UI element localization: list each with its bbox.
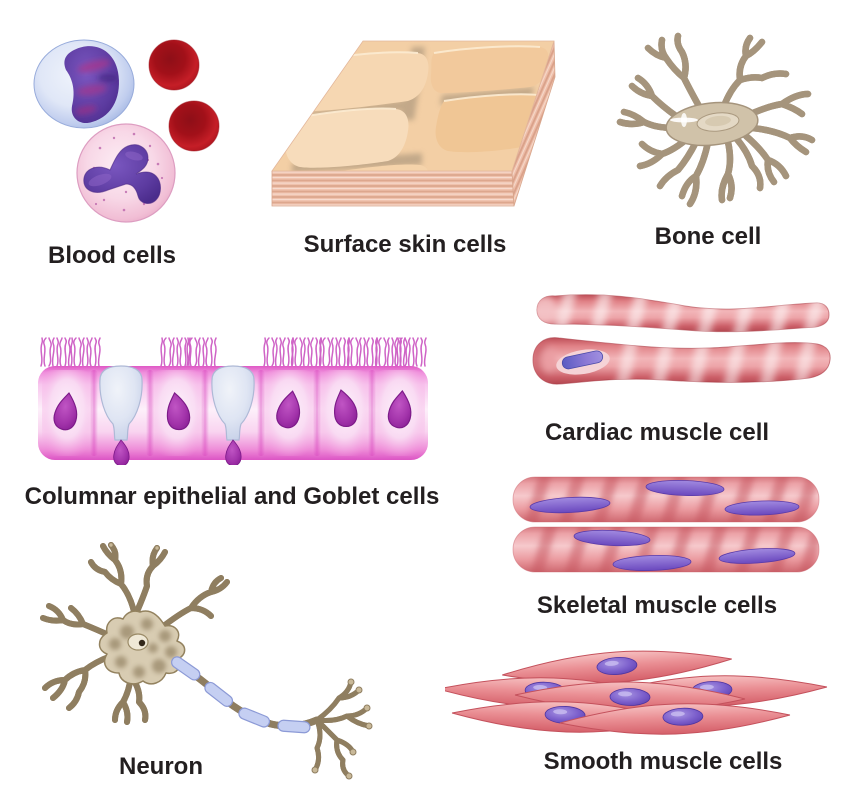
lymphocyte: [33, 39, 135, 129]
neuron-label: Neuron: [119, 753, 203, 780]
neuron-illustration: [40, 542, 373, 780]
cardiac-fiber-top: [536, 294, 830, 333]
cardiac-muscle-illustration: [532, 294, 831, 385]
goblet-cell: [211, 365, 255, 465]
surface-skin-cells-figure: [262, 25, 557, 215]
cardiac-muscle-label: Cardiac muscle cell: [544, 419, 770, 446]
skeletal-muscle-illustration: [512, 476, 820, 573]
smooth-muscle-figure: [445, 645, 837, 740]
skin-surface-cells: [285, 45, 549, 171]
skeletal-fiber: [512, 476, 820, 523]
skeletal-nuclei: [529, 479, 800, 516]
smooth-muscle-illustration: [445, 645, 828, 739]
bone-cell-figure: [600, 30, 825, 215]
smooth-muscle-label: Smooth muscle cells: [543, 748, 783, 775]
skeletal-muscle-label: Skeletal muscle cells: [536, 592, 778, 619]
skeletal-fiber: [512, 526, 820, 573]
skeletal-nuclei: [573, 529, 796, 572]
smooth-muscle-cells: [445, 645, 828, 739]
columnar-epithelial-label: Columnar epithelial and Goblet cells: [24, 483, 440, 510]
skeletal-muscle-figure: [508, 472, 823, 577]
surface-skin-cells-illustration: [271, 40, 556, 207]
columnar-epithelial-figure: [30, 330, 436, 465]
smooth-muscle-cell: [514, 679, 746, 715]
blood-cells-illustration: [33, 39, 220, 223]
axon-terminal-knobs: [108, 542, 373, 780]
cardiac-muscle-figure: [525, 288, 835, 403]
neutrophil: [76, 123, 176, 223]
cardiac-nucleus: [561, 350, 604, 370]
red-blood-cell: [168, 100, 220, 152]
myelin-sheath: [171, 656, 311, 734]
smooth-muscle-cell: [559, 699, 791, 739]
skin-front-face: [271, 170, 515, 207]
neuron-figure: [35, 540, 410, 788]
skin-block: [271, 40, 556, 207]
bone-cell-label: Bone cell: [654, 223, 762, 250]
nucleolus: [138, 639, 146, 647]
osteocyte: [616, 32, 816, 208]
soma-texture: [109, 618, 177, 678]
red-blood-cell: [148, 39, 200, 91]
cilia: [40, 337, 427, 367]
cardiac-fiber-bottom: [532, 337, 831, 385]
highlight-sparkle: [670, 113, 698, 127]
bone-cell-illustration: [616, 32, 816, 208]
surface-skin-cells-label: Surface skin cells: [303, 231, 507, 258]
neuron-cell: [40, 542, 373, 780]
blood-cells-label: Blood cells: [47, 242, 177, 269]
neutrophil-nucleus: [83, 144, 161, 204]
smooth-muscle-cell: [500, 645, 734, 691]
goblet-cell: [99, 365, 143, 465]
blood-cells-figure: [30, 28, 240, 228]
columnar-epithelial-illustration: [38, 337, 428, 465]
